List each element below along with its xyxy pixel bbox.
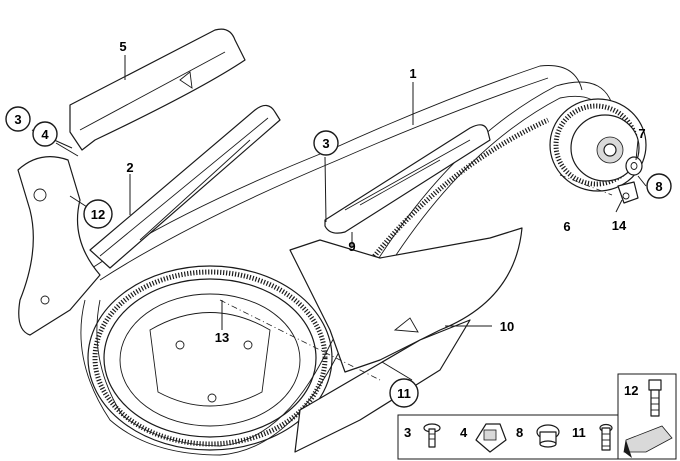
callout-4-label: 4 — [41, 127, 49, 142]
bolt-part — [617, 181, 639, 204]
callout-12: 12 — [83, 199, 113, 229]
nut-icon — [536, 424, 560, 448]
callout-12-label: 12 — [91, 207, 105, 222]
callout-4: 4 — [32, 121, 58, 147]
callout-9-label: 9 — [348, 239, 355, 254]
callout-14-label: 14 — [612, 218, 627, 233]
callout-3b: 3 — [313, 130, 339, 156]
legend-item-11: 11 — [572, 425, 586, 440]
fastener-legend: 3 4 8 11 12 — [397, 373, 677, 460]
callout-3b-label: 3 — [322, 136, 329, 151]
clip-nut-icon — [475, 423, 507, 453]
callout-7-label: 7 — [638, 126, 645, 141]
callout-11-label: 11 — [397, 386, 411, 401]
legend-item-12: 12 — [624, 383, 638, 398]
front-sprocket — [549, 98, 647, 192]
lower-guard — [289, 227, 523, 373]
callout-3a-label: 3 — [14, 112, 21, 127]
bolt-icon — [599, 423, 613, 451]
legend-item-4: 4 — [460, 425, 468, 440]
callout-9: 9 — [348, 239, 355, 254]
upper-cover — [69, 28, 246, 151]
callout-1-label: 1 — [409, 66, 416, 81]
callout-5-label: 5 — [119, 39, 126, 54]
callout-2: 2 — [126, 160, 133, 175]
direction-arrow-icon — [623, 425, 673, 458]
callout-3a: 3 — [5, 106, 31, 132]
callout-1: 1 — [409, 66, 416, 81]
callout-10: 10 — [500, 319, 514, 334]
callout-13: 13 — [215, 330, 229, 345]
rear-pulley — [87, 265, 333, 451]
callout-10-label: 10 — [500, 319, 514, 334]
callout-11: 11 — [389, 378, 419, 408]
callout-7: 7 — [638, 126, 645, 141]
left-bracket — [17, 156, 101, 336]
hex-bolt-icon — [648, 379, 662, 417]
callout-5: 5 — [119, 39, 126, 54]
callout-13-label: 13 — [215, 330, 229, 345]
callout-6-label: 6 — [563, 219, 570, 234]
washer-part — [625, 156, 643, 176]
callout-2-label: 2 — [126, 160, 133, 175]
legend-item-8: 8 — [516, 425, 523, 440]
callout-6: 6 — [563, 219, 570, 234]
callout-8-label: 8 — [655, 179, 662, 194]
screw-icon — [423, 423, 441, 448]
callout-8: 8 — [646, 173, 672, 199]
callout-14: 14 — [612, 218, 627, 233]
legend-item-3: 3 — [404, 425, 411, 440]
